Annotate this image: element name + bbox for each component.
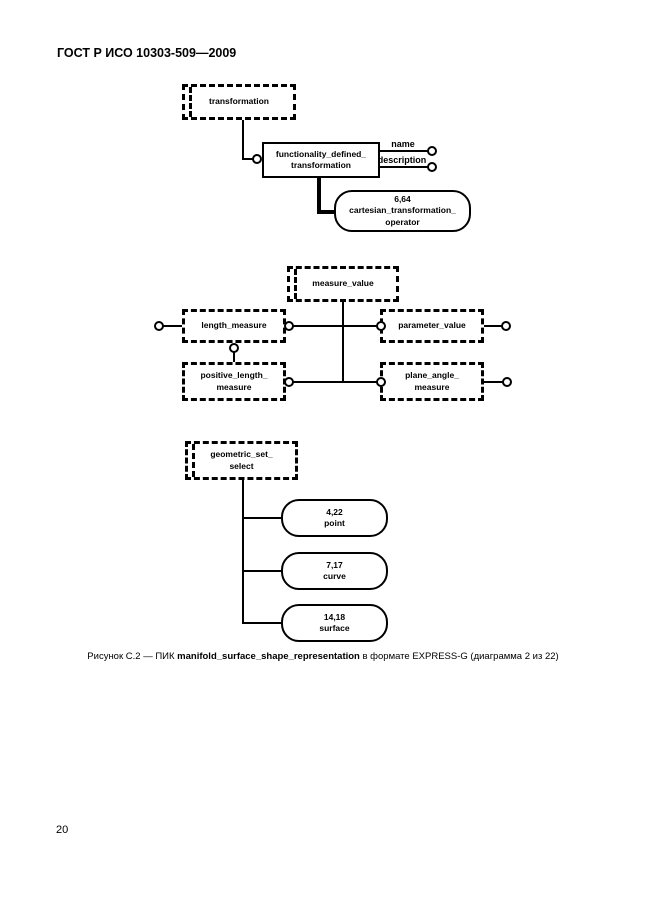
attribute-label-description: description <box>377 155 427 165</box>
relation-circle <box>376 377 386 387</box>
node-label-plm-line2: measure <box>216 381 252 392</box>
select-type-marker <box>192 444 195 477</box>
node-label-gss: geometric_set_ select <box>210 449 272 471</box>
attribute-label-name: name <box>391 139 415 149</box>
page-connector-circle <box>502 377 512 387</box>
node-label-surface: 14,18 surface <box>319 612 349 634</box>
select-type-marker <box>189 87 192 117</box>
figure-caption-suffix: в формате EXPRESS-G (диаграмма 2 из 22) <box>359 651 559 662</box>
node-label-parameter-value: parameter_value <box>398 320 466 331</box>
relation-line <box>293 381 377 383</box>
relation-circle <box>284 377 294 387</box>
node-label-point-text: point <box>324 518 345 528</box>
node-label-cto: 6,64 cartesian_transformation_ operator <box>349 194 456 227</box>
node-ref-curve: 7,17 <box>326 559 343 570</box>
relation-circle <box>252 154 262 164</box>
attribute-link-hline-thick <box>317 210 335 214</box>
node-point: 4,22 point <box>281 499 388 537</box>
subtype-link-vline <box>233 352 235 362</box>
node-geometric-set-select: geometric_set_ select <box>185 441 298 480</box>
attribute-line-description <box>380 166 428 168</box>
page-connector-line <box>484 325 502 327</box>
subtype-circle <box>229 343 239 353</box>
node-label-point: 4,22 point <box>324 507 345 529</box>
node-label-fdt: functionality_defined_ transformation <box>276 149 366 171</box>
node-surface: 14,18 surface <box>281 604 388 642</box>
relation-circle <box>376 321 386 331</box>
node-functionality-defined-transformation: functionality_defined_ transformation <box>262 142 380 178</box>
node-label-curve-text: curve <box>323 571 346 581</box>
node-label-curve: 7,17 curve <box>323 560 346 582</box>
node-label-length-measure: length_measure <box>201 320 267 331</box>
page-connector-line <box>163 325 182 327</box>
node-label-transformation: transformation <box>209 96 269 107</box>
select-branch-line <box>242 622 281 624</box>
node-measure-value: measure_value <box>287 266 399 302</box>
relation-circle <box>284 321 294 331</box>
supertype-link-hline <box>242 158 254 160</box>
page-connector-line <box>484 381 503 383</box>
attribute-circle-name <box>427 146 437 156</box>
select-branch-line <box>242 570 281 572</box>
node-label-pam-line2: measure <box>414 381 450 392</box>
page-connector-circle <box>154 321 164 331</box>
node-label-gss-line2: select <box>229 460 254 471</box>
node-positive-length-measure: positive_length_ measure <box>182 362 286 401</box>
node-label-gss-line1: geometric_set_ <box>210 449 273 460</box>
select-type-marker <box>294 269 297 299</box>
node-ref-cto: 6,64 <box>394 194 411 205</box>
node-label-measure-value: measure_value <box>312 278 374 289</box>
select-link-vline <box>342 302 344 383</box>
supertype-link-vline <box>242 120 244 159</box>
node-cartesian-transformation-operator: 6,64 cartesian_transformation_ operator <box>334 190 471 232</box>
figure-caption: Рисунок С.2 — ПИК manifold_surface_shape… <box>0 651 646 662</box>
node-label-fdt-line2: transformation <box>291 160 351 170</box>
node-length-measure: length_measure <box>182 309 286 343</box>
attribute-line-name <box>380 150 428 152</box>
node-ref-surface: 14,18 <box>323 611 346 622</box>
attribute-circle-description <box>427 162 437 172</box>
page-number: 20 <box>56 824 69 836</box>
page-connector-circle <box>501 321 511 331</box>
node-parameter-value: parameter_value <box>380 309 484 343</box>
node-label-plm: positive_length_ measure <box>200 370 267 392</box>
node-transformation: transformation <box>182 84 296 120</box>
node-label-cto-line2: operator <box>385 216 420 227</box>
node-label-fdt-line1: functionality_defined_ <box>275 148 367 159</box>
node-ref-point: 4,22 <box>326 506 343 517</box>
node-curve: 7,17 curve <box>281 552 388 590</box>
figure-caption-schema-name: manifold_surface_shape_representation <box>177 651 360 662</box>
node-label-surface-text: surface <box>319 623 350 633</box>
attribute-link-vline-thick <box>317 178 321 214</box>
figure-caption-prefix: Рисунок С.2 — ПИК <box>87 651 178 662</box>
node-label-plm-line1: positive_length_ <box>200 370 268 381</box>
node-label-cto-line1: cartesian_transformation_ <box>349 205 456 216</box>
node-plane-angle-measure: plane_angle_ measure <box>380 362 484 401</box>
select-trunk-vline <box>242 480 244 623</box>
node-label-pam-line1: plane_angle_ <box>405 370 459 381</box>
page-header-title: ГОСТ Р ИСО 10303-509—2009 <box>57 46 237 60</box>
relation-line <box>293 325 377 327</box>
node-label-pam: plane_angle_ measure <box>405 370 459 392</box>
select-branch-line <box>242 517 281 519</box>
